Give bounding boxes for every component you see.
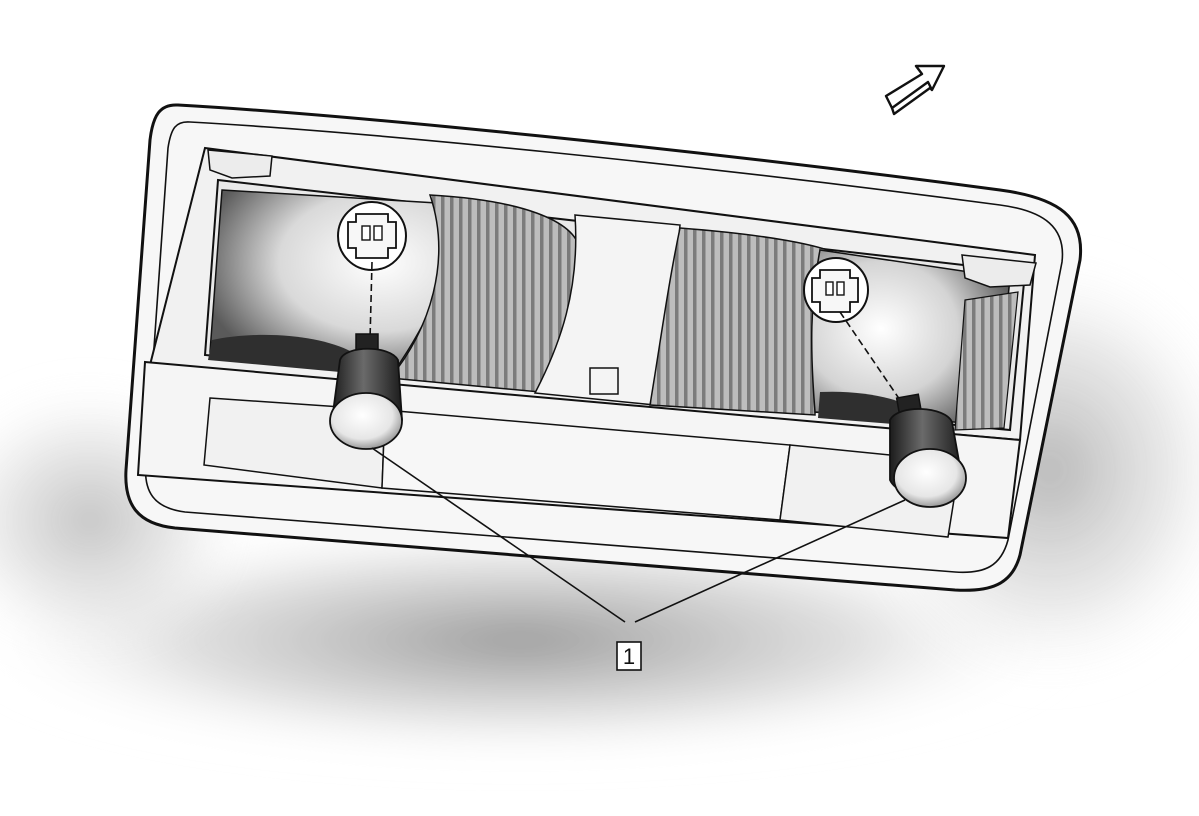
socket-icon bbox=[811, 269, 859, 313]
right-socket bbox=[803, 257, 869, 323]
callout-number: 1 bbox=[623, 644, 635, 669]
left-bulb bbox=[329, 333, 403, 450]
bulb-icon bbox=[329, 333, 403, 450]
left-socket bbox=[337, 201, 407, 271]
bulb-icon bbox=[889, 393, 967, 508]
reflector bbox=[203, 149, 1037, 432]
callout-leaders bbox=[371, 447, 906, 623]
socket-icon bbox=[347, 213, 397, 259]
callout-label: 1 bbox=[616, 641, 642, 671]
alignment-lines bbox=[369, 261, 901, 401]
right-bulb bbox=[889, 393, 967, 508]
forward-arrow-icon bbox=[884, 64, 946, 116]
